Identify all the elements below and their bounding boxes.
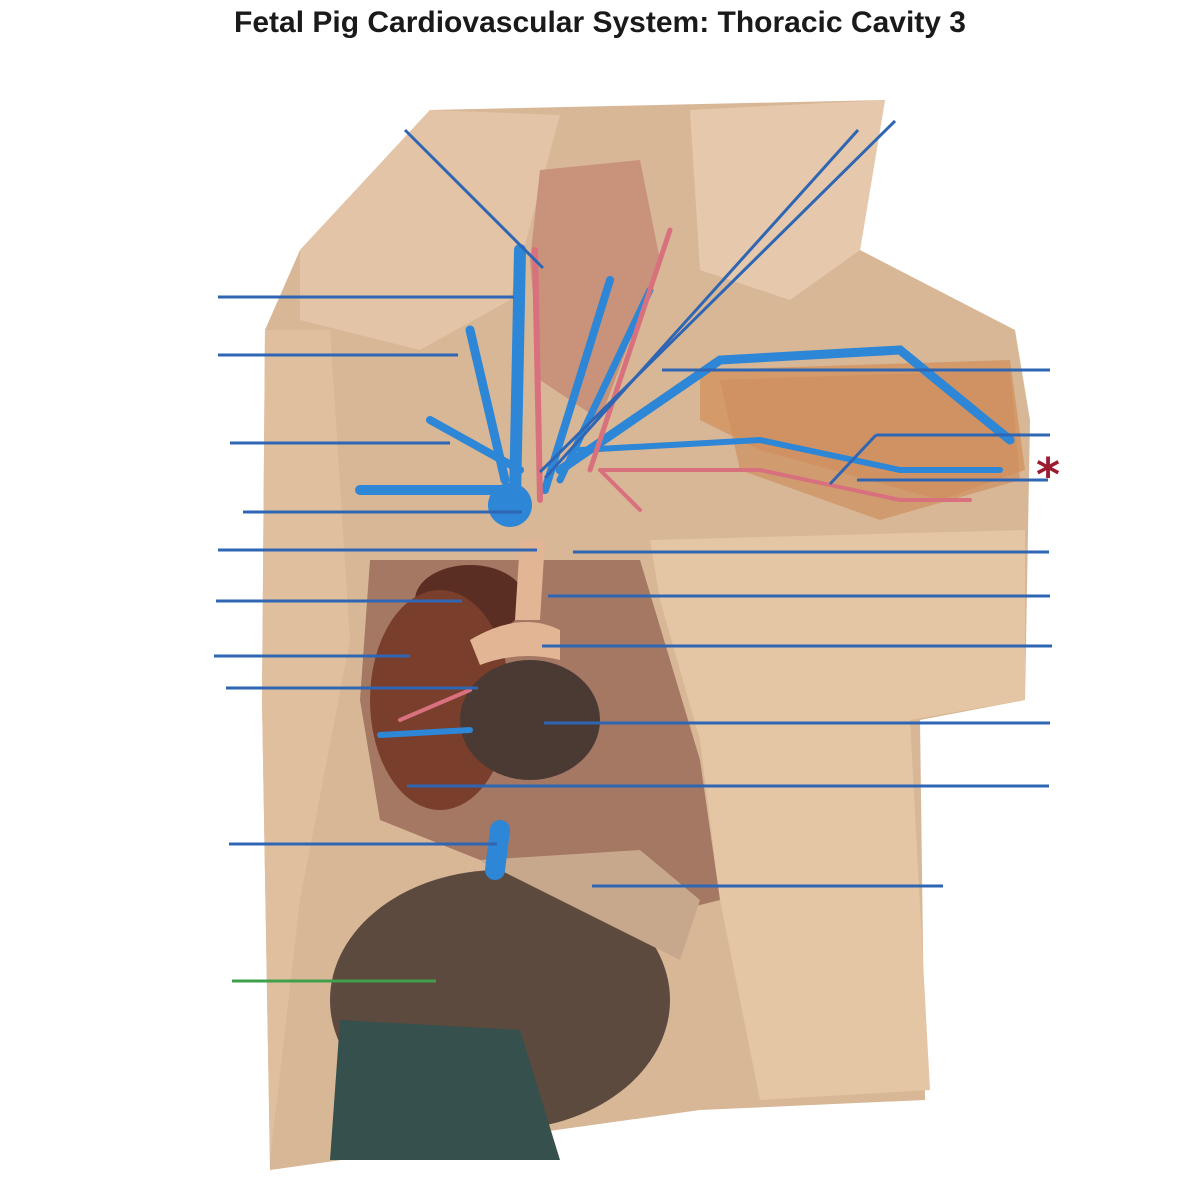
vena-cava-junction	[488, 483, 532, 527]
liver-lobe-teal	[330, 1020, 560, 1160]
skin-flap-left	[262, 330, 350, 1160]
arteries	[398, 227, 972, 722]
aortic-arch	[470, 622, 560, 665]
diagram-title: Fetal Pig Cardiovascular System: Thoraci…	[234, 6, 966, 39]
pulmonary-trunk	[515, 540, 545, 620]
skin-fold-top-left	[300, 110, 560, 350]
leader-line	[403, 128, 545, 270]
leader-line	[828, 433, 878, 486]
leader-line	[538, 119, 897, 474]
veins	[355, 244, 1015, 880]
heart-left-ventricle	[460, 660, 600, 780]
lung-right	[720, 370, 1020, 520]
left-leaders	[214, 295, 537, 846]
diaphragm	[480, 850, 700, 960]
right-leaders	[407, 368, 1052, 888]
asterisk-marker: *	[1036, 448, 1061, 502]
top-leaders	[403, 119, 897, 480]
leader-line	[543, 128, 860, 480]
skin-flap-right	[650, 530, 1025, 1100]
neck-tissue	[530, 160, 660, 420]
skin-fold-top-right	[690, 100, 885, 300]
